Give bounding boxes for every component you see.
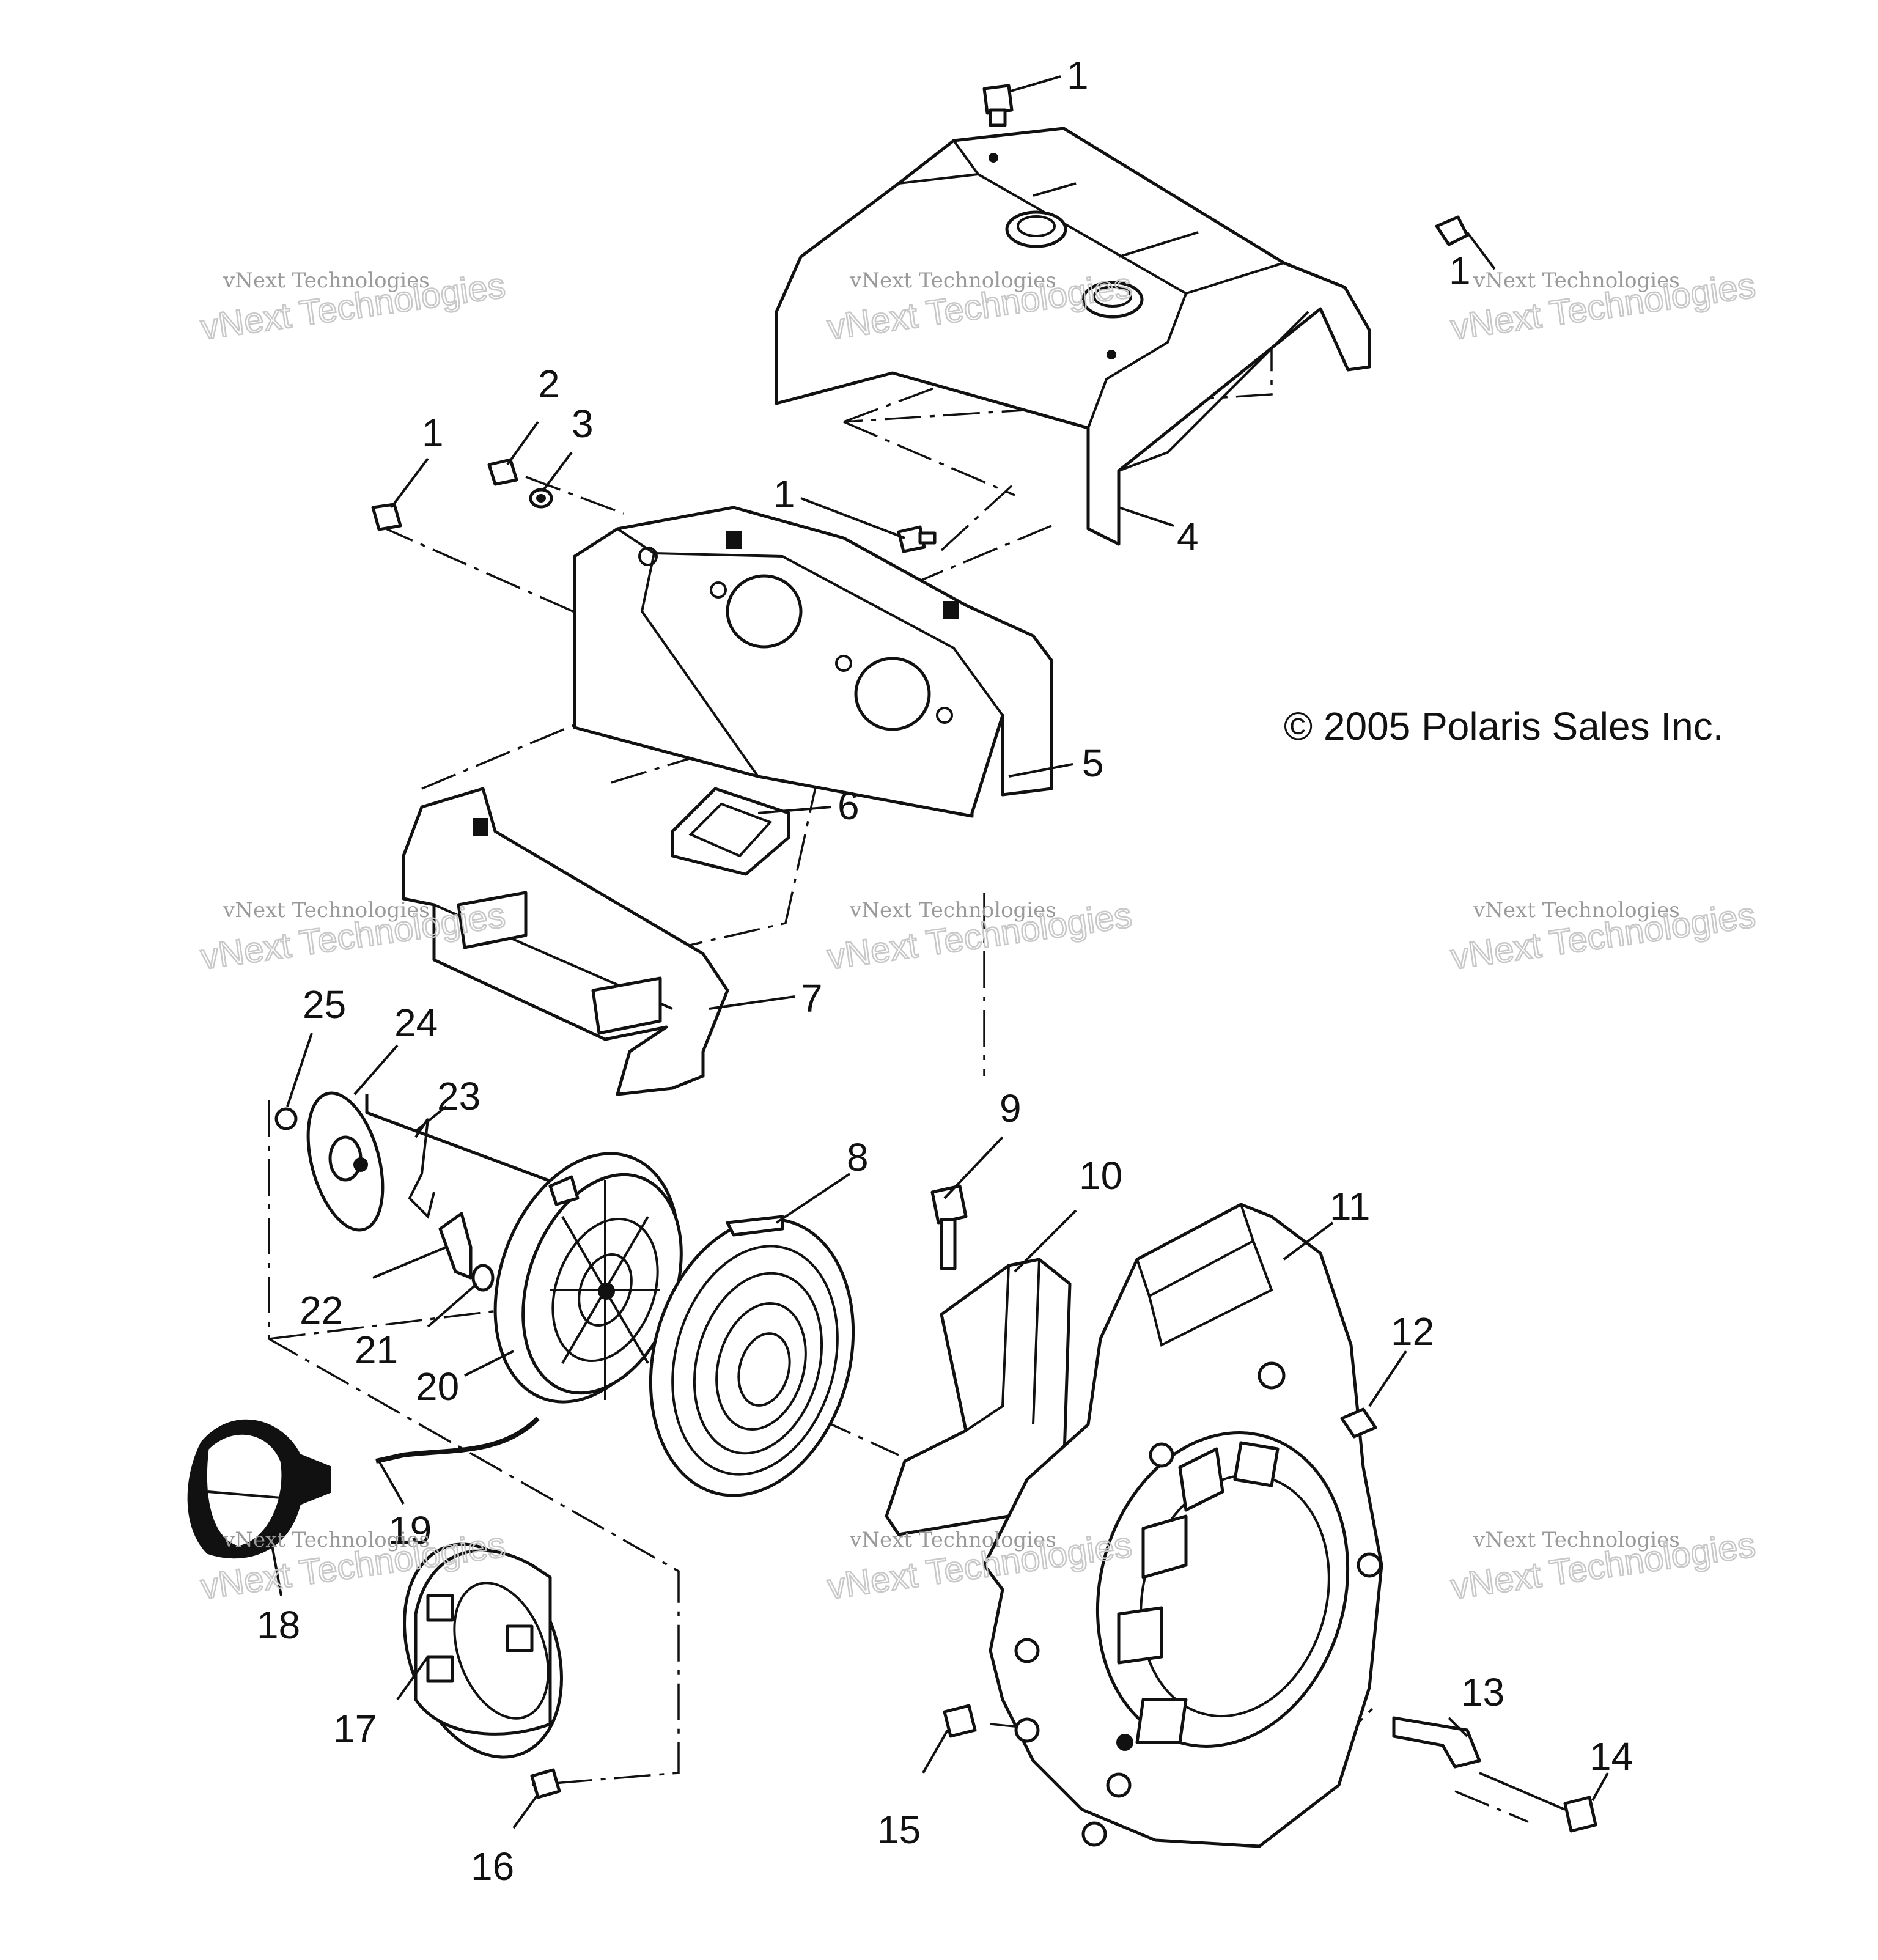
- callout-25: 25: [303, 982, 346, 1026]
- recoil-pulley-part-20: [493, 1152, 683, 1404]
- callout-23: 23: [437, 1074, 481, 1118]
- callout-14: 14: [1589, 1734, 1633, 1778]
- recoil-housing-part-11: [982, 1203, 1383, 1848]
- svg-text:vNext Technologies: vNext Technologies: [1473, 268, 1680, 293]
- callout-22: 22: [300, 1288, 343, 1332]
- gasket-part-6: [671, 787, 790, 876]
- callout-5: 5: [1082, 741, 1104, 785]
- watermark: vNext Technologies vNext Technologies: [1448, 1524, 1759, 1608]
- callout-1-right: 1: [1449, 249, 1471, 293]
- callout-8: 8: [847, 1135, 869, 1179]
- hub-part-17: [403, 1542, 563, 1759]
- callout-16: 16: [471, 1844, 514, 1888]
- svg-text:vNext Technologies: vNext Technologies: [849, 898, 1056, 923]
- svg-text:vNext Technologies: vNext Technologies: [1473, 898, 1680, 923]
- svg-text:vNext Technologies: vNext Technologies: [223, 1528, 430, 1552]
- watermarks: vNext Technologies vNext Technologies vN…: [197, 265, 1759, 1608]
- leader-lines: [268, 75, 1609, 1829]
- callout-17: 17: [333, 1707, 377, 1751]
- fasteners: [371, 84, 1469, 553]
- upper-shroud-part-4: [775, 127, 1371, 546]
- callout-2: 2: [538, 362, 560, 406]
- bolt-part-9: [930, 1184, 968, 1270]
- callout-12: 12: [1391, 1310, 1434, 1354]
- callout-4: 4: [1177, 515, 1199, 559]
- watermark: vNext Technologies vNext Technologies: [1448, 894, 1759, 978]
- svg-text:vNext Technologies: vNext Technologies: [223, 268, 430, 293]
- callout-13: 13: [1461, 1670, 1504, 1714]
- middle-bracket-part-5: [573, 506, 1053, 818]
- starter-rope-part-19: [375, 1417, 540, 1464]
- callout-1-middle: 1: [773, 472, 795, 516]
- callout-21: 21: [355, 1328, 398, 1372]
- callout-18: 18: [257, 1603, 300, 1647]
- callout-1-left: 1: [422, 411, 444, 455]
- starter-handle-part-18: [187, 1419, 331, 1559]
- callout-20: 20: [416, 1365, 459, 1409]
- svg-text:vNext Technologies: vNext Technologies: [1473, 1528, 1680, 1552]
- callout-1-top: 1: [1067, 53, 1089, 97]
- callout-11: 11: [1330, 1184, 1370, 1228]
- svg-text:vNext Technologies: vNext Technologies: [849, 1528, 1056, 1552]
- watermark: vNext Technologies vNext Technologies: [824, 894, 1135, 978]
- callout-labels: 1 1 1 1 2 3 4 5 6 7 8 9 10 11 12 13 14 1…: [257, 53, 1633, 1888]
- copyright-notice: © 2005 Polaris Sales Inc.: [1284, 704, 1724, 748]
- callout-19: 19: [388, 1508, 432, 1552]
- callout-3: 3: [572, 402, 594, 446]
- housing-hardware: [530, 1407, 1597, 1833]
- svg-text:vNext Technologies: vNext Technologies: [849, 268, 1056, 293]
- watermark: vNext Technologies vNext Technologies: [1448, 265, 1759, 348]
- svg-text:vNext Technologies: vNext Technologies: [223, 898, 430, 923]
- callout-15: 15: [877, 1808, 921, 1852]
- watermark: vNext Technologies vNext Technologies: [197, 894, 509, 978]
- callout-10: 10: [1079, 1154, 1122, 1198]
- callout-7: 7: [801, 976, 823, 1020]
- callout-6: 6: [838, 784, 860, 828]
- lower-bracket-part-7: [402, 787, 729, 1096]
- watermark: vNext Technologies vNext Technologies: [197, 265, 509, 348]
- callout-24: 24: [394, 1001, 438, 1045]
- recoil-spring-part-8: [649, 1215, 855, 1497]
- callout-9: 9: [1000, 1086, 1022, 1130]
